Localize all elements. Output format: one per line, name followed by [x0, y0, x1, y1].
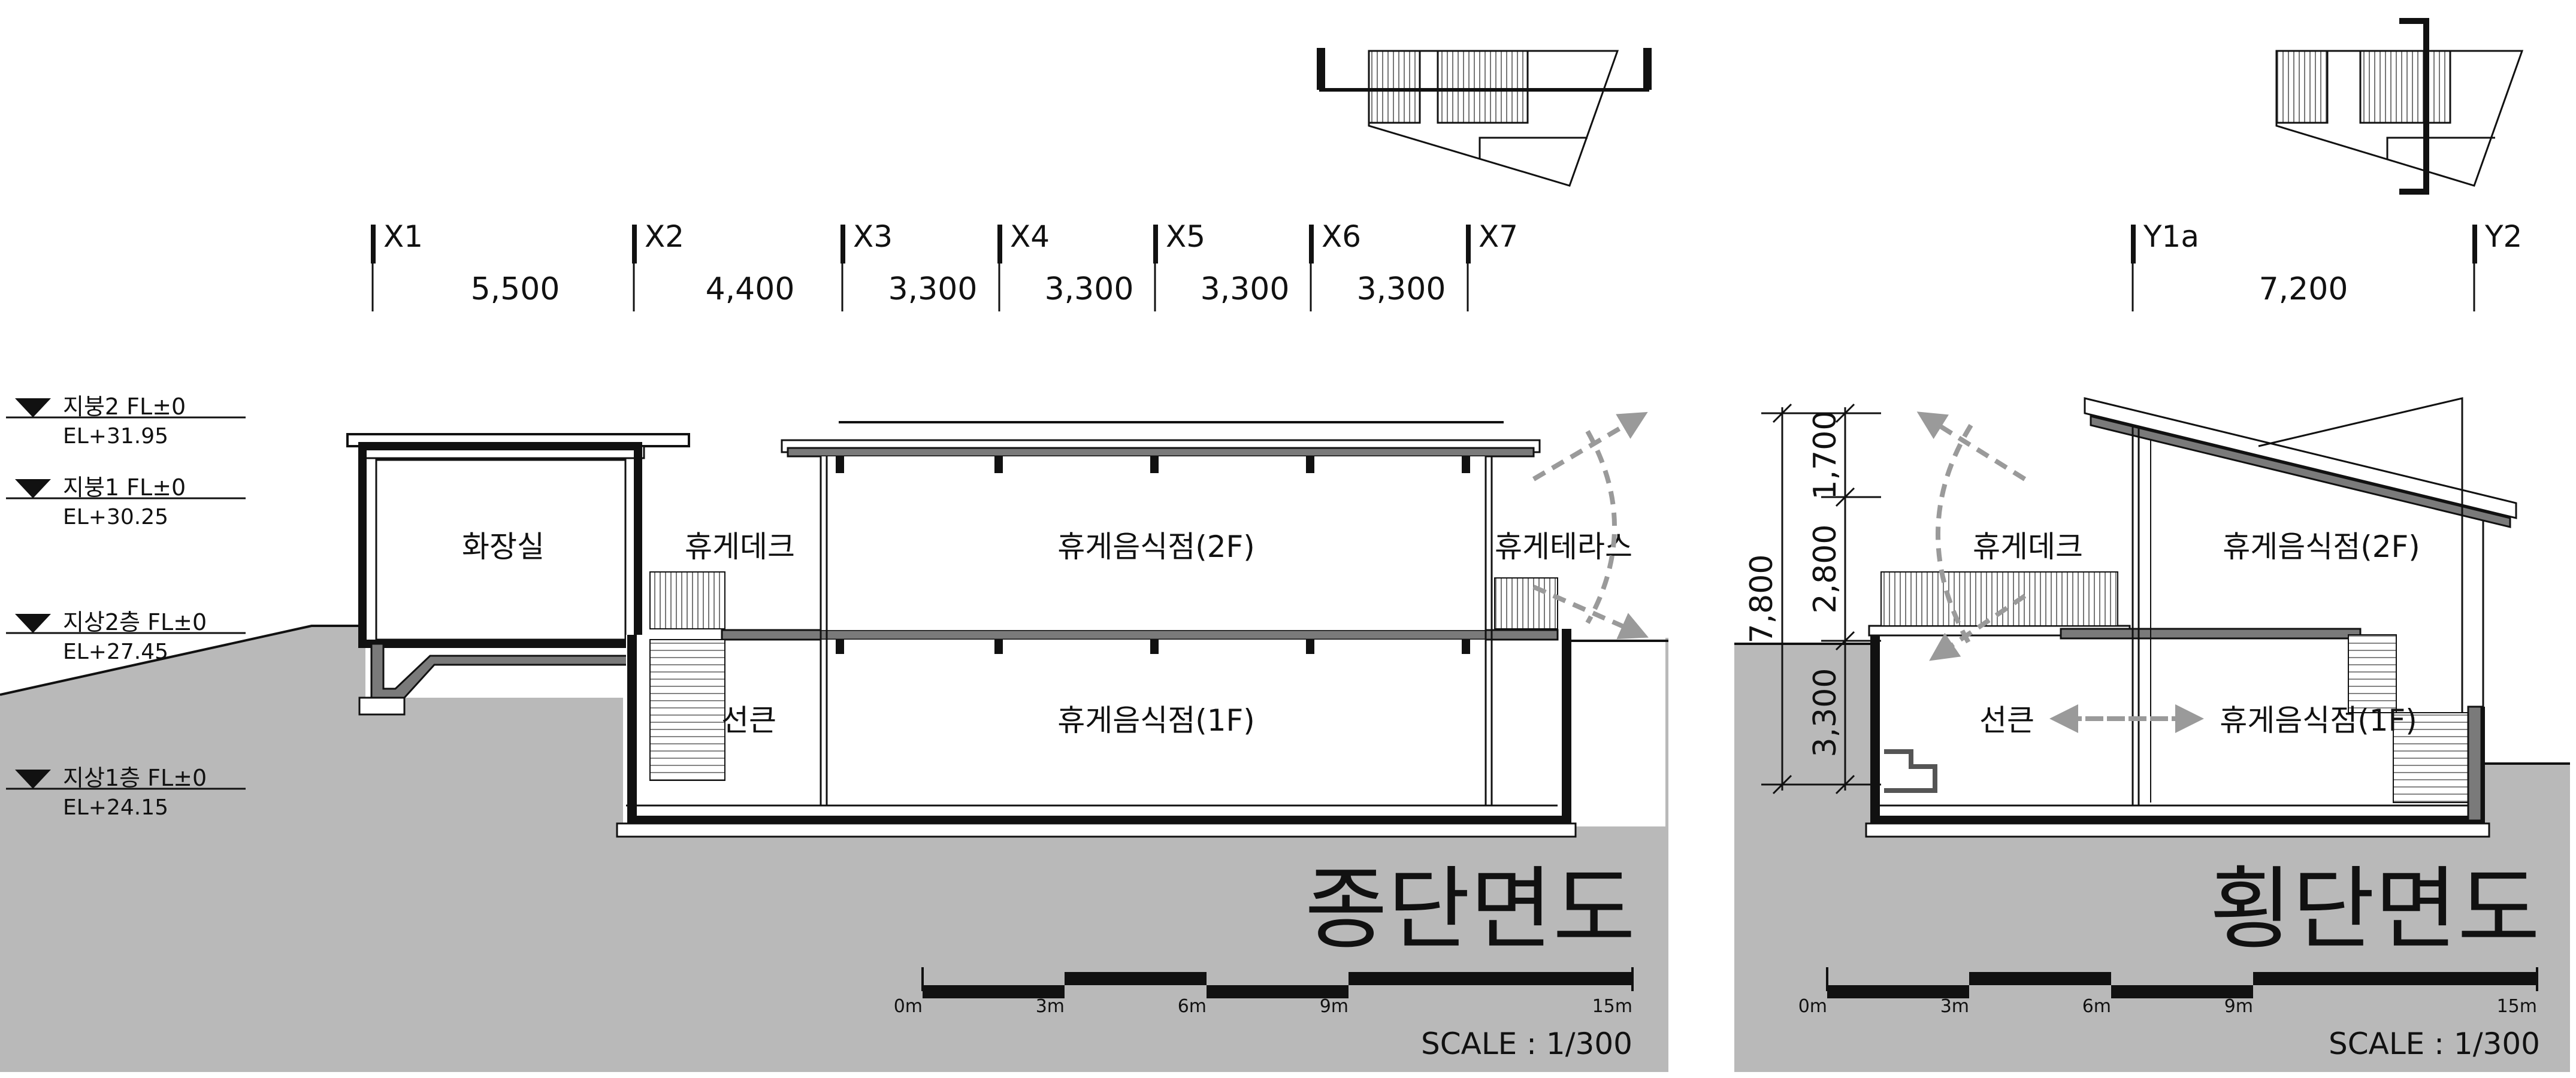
- grid-line-marker: [1466, 225, 1471, 264]
- grid-label: X2: [645, 219, 684, 254]
- cross-grid-lines: Y1a Y2 7,200: [2131, 219, 2522, 311]
- cross-height-dim-3: 3,300: [1807, 668, 1843, 758]
- span-dimension: 4,400: [706, 271, 795, 307]
- scale-tick-label: 9m: [1320, 996, 1349, 1017]
- room-label-sunken: 선큰: [721, 703, 776, 738]
- room-label-restaurant-1f: 휴게음식점(1F): [1057, 703, 1255, 738]
- level-name: 지붕1 FL±0: [63, 474, 186, 501]
- level-elevation: EL+30.25: [63, 505, 168, 529]
- level-name: 지상1층 FL±0: [63, 765, 207, 791]
- level-name: 지상2층 FL±0: [63, 609, 207, 635]
- scale-segment: [2253, 972, 2537, 985]
- cross-building: [1865, 397, 2517, 838]
- level-elevation: EL+24.15: [63, 795, 168, 820]
- cross-height-dim-1: 1,700: [1807, 411, 1843, 500]
- room-label-restaurant-2f: 휴게음식점(2F): [1057, 529, 1255, 564]
- cross-section-title: 횡단면도: [2209, 858, 2540, 962]
- longitudinal-grid-lines: X1 X2 X3 X4 X5 X6 X7 5,500 4,400 3,300 3,300 3,300 3…: [371, 219, 1518, 311]
- cross-room-label-rest-deck: 휴게데크: [1973, 529, 2083, 564]
- level-marker-icon: [15, 398, 51, 417]
- scale-tick-label: 9m: [2224, 996, 2253, 1017]
- scale-tick-label: 0m: [1798, 996, 1827, 1017]
- grid-line-marker: [632, 225, 637, 264]
- level-marker-icon: [15, 614, 51, 633]
- scale-segment: [1207, 985, 1349, 998]
- span-dimension: 3,300: [1201, 271, 1290, 307]
- scale-segment: [1969, 972, 2111, 985]
- grid-label: X5: [1166, 219, 1205, 254]
- grid-label: Y1a: [2143, 219, 2199, 254]
- ground-longitudinal: [0, 625, 1668, 1072]
- span-dimension: 7,200: [2259, 271, 2348, 307]
- scale-segment: [1065, 972, 1207, 985]
- cross-room-label-restaurant-1f: 휴게음식점(1F): [2220, 703, 2417, 738]
- scale-segment: [923, 985, 1065, 998]
- longitudinal-section-title: 종단면도: [1305, 858, 1635, 962]
- level-markers: 지붕2 FL±0EL+31.95 지붕1 FL±0EL+30.25 지상2층 FL±…: [6, 393, 246, 820]
- grid-label: X4: [1010, 219, 1050, 254]
- scale-segment: [2111, 985, 2253, 998]
- grid-line-marker: [840, 225, 845, 264]
- longitudinal-scale-label: SCALE : 1/300: [1421, 1026, 1632, 1061]
- grid-label: X1: [383, 219, 423, 254]
- span-dimension: 3,300: [888, 271, 978, 307]
- cross-room-label-sunken: 선큰: [1979, 703, 2034, 738]
- scale-tick-label: 15m: [1592, 996, 1632, 1017]
- movement-arrows: [1532, 411, 2204, 733]
- room-label-rest-deck: 휴게데크: [685, 529, 795, 564]
- scale-tick-label: 0m: [894, 996, 923, 1017]
- span-dimension: 5,500: [471, 271, 560, 307]
- cross-room-label-restaurant-2f: 휴게음식점(2F): [2223, 529, 2420, 564]
- level-name: 지붕2 FL±0: [63, 393, 186, 420]
- cross-height-dim-2: 2,800: [1807, 525, 1843, 614]
- grid-line-marker: [997, 225, 1002, 264]
- ground-cross: [1734, 643, 2570, 1072]
- longitudinal-building: [346, 421, 1577, 838]
- room-label-restroom: 화장실: [462, 529, 545, 564]
- span-dimension: 3,300: [1357, 271, 1446, 307]
- grid-label: X6: [1322, 219, 1361, 254]
- level-marker-icon: [15, 479, 51, 498]
- cross-vertical-dimensions: [1761, 403, 1881, 795]
- scale-tick-label: 6m: [1178, 996, 1207, 1017]
- grid-line-marker: [2131, 225, 2136, 264]
- level-elevation: EL+27.45: [63, 640, 168, 664]
- scale-segment: [1827, 985, 1969, 998]
- grid-line-marker: [371, 225, 376, 264]
- grid-label: X3: [853, 219, 893, 254]
- grid-line-marker: [1153, 225, 1158, 264]
- cross-scale-label: SCALE : 1/300: [2329, 1026, 2540, 1061]
- key-plan-longitudinal: [1317, 48, 1652, 187]
- grid-line-marker: [2472, 225, 2477, 264]
- level-elevation: EL+31.95: [63, 424, 168, 449]
- scale-tick-label: 6m: [2082, 996, 2111, 1017]
- cross-total-height-dim: 7,800: [1744, 555, 1780, 644]
- span-dimension: 3,300: [1045, 271, 1134, 307]
- cross-scale-bar: 0m 3m 6m 9m 15m: [1798, 967, 2538, 1017]
- grid-line-marker: [1309, 225, 1314, 264]
- scale-segment: [1349, 972, 1632, 985]
- longitudinal-scale-bar: 0m 3m 6m 9m 15m: [894, 967, 1634, 1017]
- scale-tick-label: 15m: [2497, 996, 2537, 1017]
- scale-tick-label: 3m: [1036, 996, 1065, 1017]
- grid-label: X7: [1479, 219, 1518, 254]
- grid-label: Y2: [2484, 219, 2522, 254]
- cross-room-labels: 휴게데크 휴게음식점(2F) 선큰 휴게음식점(1F): [1973, 529, 2420, 738]
- level-marker-icon: [15, 770, 51, 789]
- scale-tick-label: 3m: [1940, 996, 1969, 1017]
- key-plan-cross: [2275, 18, 2524, 195]
